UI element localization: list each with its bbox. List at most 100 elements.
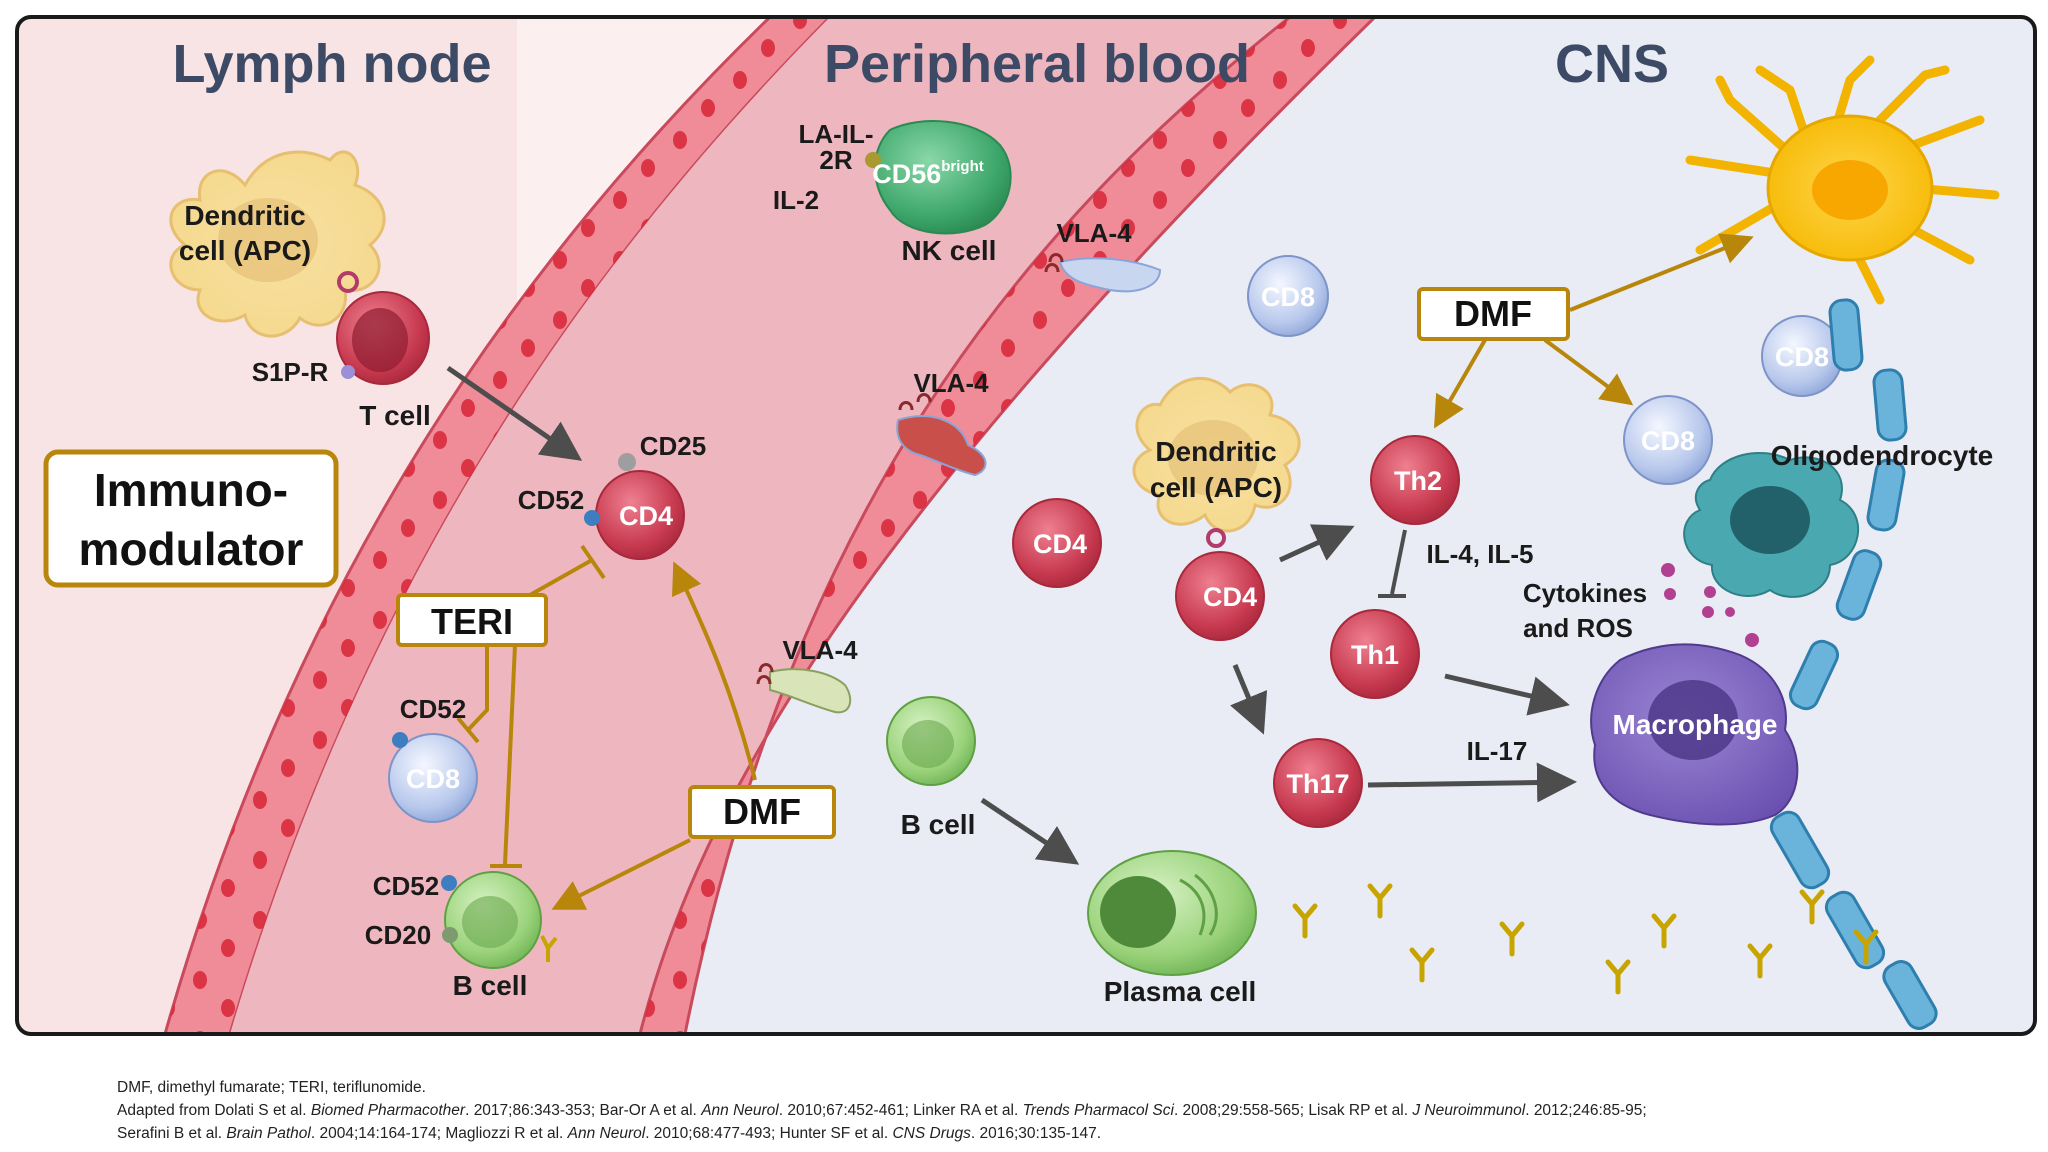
b-cell-lymph-label: B cell: [453, 970, 528, 1001]
il17-label: IL-17: [1467, 736, 1528, 766]
diagram-frame: [15, 15, 2037, 1036]
immunomodulator-line1: Immuno-: [94, 464, 288, 516]
reference-segment: . 2017;86:343-353; Bar-Or A et al.: [465, 1102, 702, 1119]
cd4-cell-lymph: [584, 453, 685, 560]
cytokines-line2: and ROS: [1523, 613, 1633, 643]
cd8-cell-cns-c: [1623, 395, 1713, 485]
macrophage-label: Macrophage: [1613, 709, 1778, 740]
la-il-2r-line2: 2R: [819, 145, 852, 175]
reference-segment: Ann Neurol: [701, 1102, 779, 1119]
b-cell-cns-label: B cell: [901, 809, 976, 840]
reference-segment: Biomed Pharmacother: [310, 1102, 466, 1119]
reference-segment: J Neuroimmunol: [1412, 1102, 1526, 1119]
th2-inhibits-th1: [1378, 529, 1407, 598]
reference-segment: . 2008;29:558-565; Lisak RP et al.: [1173, 1102, 1413, 1119]
dendritic-cns-line1: Dendritic: [1155, 436, 1276, 467]
cd8-cell-lymph: [388, 732, 478, 823]
reference-segment: . 2016;30:135-147.: [970, 1125, 1102, 1142]
th2-cell: [1370, 435, 1460, 525]
b-cell-lymph: [441, 871, 558, 969]
reference-segment: . 2010;68:477-493; Hunter SF et al.: [645, 1125, 893, 1142]
dmf-cns-box: [1417, 287, 1570, 341]
t-cell-label: T cell: [359, 400, 431, 431]
reference-segment: Serafini B et al.: [117, 1125, 227, 1142]
region-title-lymph-node: Lymph node: [173, 34, 492, 94]
teri-inhibition-lines: [456, 544, 606, 868]
th1-label: Th1: [1351, 640, 1399, 670]
reference-segment: Trends Pharmacol Sci: [1022, 1102, 1174, 1119]
arrow-tcell-to-cd4: [446, 365, 583, 461]
vla4-receptor-c: [756, 663, 852, 714]
teri-box: [396, 593, 548, 647]
cd8-cns-c-label: CD8: [1641, 426, 1695, 456]
reference-segment: Ann Neurol: [567, 1125, 646, 1142]
plasma-cell-label: Plasma cell: [1104, 976, 1257, 1007]
macrophage: [1590, 643, 1799, 826]
dendritic-lymph-line2: cell (APC): [179, 235, 311, 266]
cd52-label-c: CD52: [373, 871, 439, 901]
cd4-cns-a-label: CD4: [1033, 529, 1087, 559]
dendritic-cns-line2: cell (APC): [1150, 472, 1282, 503]
cd25-label: CD25: [640, 431, 706, 461]
cytokine-particles: [1661, 563, 1759, 647]
vla4-label-a: VLA-4: [1056, 218, 1132, 248]
footer-abbreviations: DMF, dimethyl fumarate; TERI, teriflunom…: [117, 1079, 426, 1096]
dmf-cns-label: DMF: [1454, 293, 1532, 334]
il4-il5-label: IL-4, IL-5: [1427, 539, 1534, 569]
dendritic-cell-lymph: [169, 150, 386, 338]
th1-cell: [1330, 609, 1420, 699]
region-title-peripheral-blood: Peripheral blood: [824, 34, 1250, 94]
cd52-label-b: CD52: [400, 694, 466, 724]
nk-cell-label: NK cell: [902, 235, 997, 266]
cd56-label: CD56bright: [872, 158, 984, 189]
plasma-cell: [1087, 850, 1257, 976]
myelinated-axon: [1769, 298, 1938, 1030]
reference-segment: . 2004;14:164-174; Magliozzi R et al.: [310, 1125, 568, 1142]
dmf-blood-arrows: [551, 561, 757, 910]
reference-segment: Adapted from Dolati S et al.: [117, 1102, 311, 1119]
footer-references-line2: Serafini B et al. Brain Pathol. 2004;14:…: [117, 1122, 1997, 1145]
dendritic-lymph-line1: Dendritic: [184, 200, 305, 231]
cd4-cns-b-label: CD4: [1203, 582, 1257, 612]
nk-cell: [865, 120, 1012, 235]
t-cell: [336, 271, 430, 385]
vla4-receptor-a: [1044, 253, 1162, 293]
immunomodulator-line2: modulator: [79, 523, 304, 575]
b-cell-cns: [886, 696, 976, 786]
cd4-cell-cns-a: [1012, 498, 1102, 588]
footer: DMF, dimethyl fumarate; TERI, teriflunom…: [117, 1076, 1997, 1145]
th17-label: Th17: [1286, 769, 1349, 799]
th17-cell: [1273, 738, 1363, 828]
region-title-cns: CNS: [1555, 34, 1669, 94]
immunomodulator-box: Immuno- modulator: [43, 449, 339, 588]
la-il-2r-line1: LA-IL-: [798, 119, 873, 149]
vla4-label-b: VLA-4: [913, 368, 989, 398]
reference-segment: CNS Drugs: [892, 1125, 971, 1142]
dmf-cns-arrows: [1434, 233, 1754, 429]
oligodendrocyte-label: Oligodendrocyte: [1771, 440, 1993, 471]
footer-references-line1: Adapted from Dolati S et al. Biomed Phar…: [117, 1099, 1997, 1122]
vla4-receptor-b: [896, 393, 987, 477]
il2-label: IL-2: [773, 185, 819, 215]
cd52-label-a: CD52: [518, 485, 584, 515]
cd8-cns-a-label: CD8: [1261, 282, 1315, 312]
teri-label: TERI: [431, 601, 513, 642]
cns-gray-arrows: [980, 524, 1577, 865]
cd8-cell-cns-a: [1247, 255, 1329, 337]
s1pr-label: S1P-R: [252, 357, 329, 387]
reference-segment: Brain Pathol: [226, 1125, 311, 1142]
cd8-cns-b-label: CD8: [1775, 342, 1829, 372]
dmf-blood-label: DMF: [723, 791, 801, 832]
cd20-label: CD20: [365, 920, 431, 950]
cytokines-line1: Cytokines: [1523, 578, 1647, 608]
cd4-lymph-label: CD4: [619, 501, 673, 531]
vla4-label-c: VLA-4: [782, 635, 858, 665]
reference-segment: . 2010;67:452-461; Linker RA et al.: [778, 1102, 1023, 1119]
reference-segment: . 2012;246:85-95;: [1525, 1102, 1647, 1119]
oligodendrocyte: [1683, 452, 1859, 598]
dmf-blood-box: [688, 785, 836, 839]
cd8-lymph-label: CD8: [406, 764, 460, 794]
dendritic-cell-cns: [1132, 376, 1301, 533]
th2-label: Th2: [1394, 466, 1442, 496]
